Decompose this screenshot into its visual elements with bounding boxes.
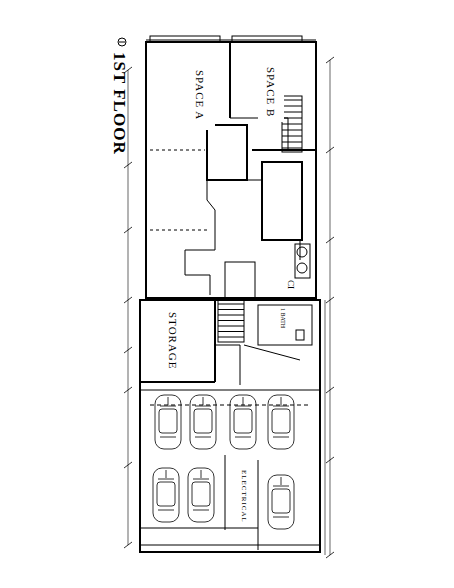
car-body	[230, 395, 256, 449]
stair-tread	[282, 130, 302, 131]
car-rear-window	[193, 510, 209, 511]
car-windshield	[273, 406, 289, 407]
dim-tick	[124, 227, 132, 233]
car-symbol	[188, 468, 214, 522]
room-area: SPACE A	[185, 60, 215, 130]
car-cabin	[159, 409, 177, 433]
stair-tread	[282, 124, 302, 125]
dim-tick	[124, 542, 132, 548]
stair-tread	[282, 142, 302, 143]
room-label: SPACE A	[194, 70, 206, 120]
room-area: ELECTRICAL	[234, 468, 254, 525]
car-hood-line	[168, 397, 169, 405]
dim-tick	[124, 162, 132, 168]
car-symbol	[268, 395, 294, 449]
dim-tick	[326, 237, 334, 243]
stair-tread	[282, 112, 302, 113]
car-symbol	[153, 468, 179, 522]
car-hood-line	[203, 397, 204, 405]
car-cabin	[272, 409, 290, 433]
car-symbol	[155, 395, 181, 449]
dim-tick	[124, 347, 132, 353]
dim-tick	[326, 147, 334, 153]
car-hood-line	[243, 397, 244, 405]
stair-treads	[218, 304, 244, 337]
car-body	[155, 395, 181, 449]
room-label: STORAGE	[167, 312, 179, 370]
car-rear-window	[273, 437, 289, 438]
car-rear-window	[273, 517, 289, 518]
dimension-ticks	[124, 57, 334, 558]
stair-tread	[218, 309, 244, 310]
car-windshield	[193, 479, 209, 480]
stair-tread	[282, 118, 302, 119]
parked-cars	[153, 395, 294, 529]
dim-tick	[326, 297, 334, 303]
car-body	[268, 475, 294, 529]
room-label: SPACE B	[265, 67, 277, 117]
dim-tick	[326, 57, 334, 63]
car-windshield	[158, 479, 174, 480]
car-hood-line	[166, 470, 167, 478]
stair-tread	[282, 148, 302, 149]
stair-tread	[282, 100, 302, 101]
car-cabin	[194, 409, 212, 433]
room-tag: 1 BATH	[280, 308, 286, 328]
room-area: SPACE B	[258, 62, 284, 122]
car-symbol	[190, 395, 216, 449]
car-cabin	[234, 409, 252, 433]
car-body	[268, 395, 294, 449]
car-hood-line	[201, 470, 202, 478]
car-rear-window	[195, 437, 211, 438]
dim-tick	[124, 387, 132, 393]
car-cabin	[157, 482, 175, 506]
stair-tread	[218, 331, 244, 332]
car-windshield	[160, 406, 176, 407]
stair-treads	[282, 100, 302, 148]
stair-tread	[218, 337, 244, 338]
car-body	[153, 468, 179, 522]
car-symbol	[268, 475, 294, 529]
car-hood-line	[281, 397, 282, 405]
stair-tread	[282, 136, 302, 137]
stair-tread	[218, 304, 244, 305]
car-windshield	[195, 406, 211, 407]
car-hood-line	[281, 477, 282, 485]
car-cabin	[192, 482, 210, 506]
stair-tread	[218, 320, 244, 321]
plan-title: 1ST FLOOR	[109, 52, 129, 155]
stair-tread	[282, 106, 302, 107]
car-symbol	[230, 395, 256, 449]
room-label: ELECTRICAL	[240, 470, 248, 523]
car-rear-window	[158, 510, 174, 511]
stair-tread	[218, 326, 244, 327]
room-tag: CI	[286, 280, 296, 289]
car-body	[188, 468, 214, 522]
dim-tick	[124, 297, 132, 303]
car-windshield	[273, 486, 289, 487]
car-cabin	[272, 489, 290, 513]
dim-tick	[326, 552, 334, 558]
room-area: STORAGE	[160, 308, 186, 374]
car-rear-window	[235, 437, 251, 438]
stair-tread	[218, 315, 244, 316]
car-body	[190, 395, 216, 449]
dim-tick	[124, 462, 132, 468]
dim-tick	[326, 387, 334, 393]
car-rear-window	[160, 437, 176, 438]
car-windshield	[235, 406, 251, 407]
dim-tick	[326, 457, 334, 463]
